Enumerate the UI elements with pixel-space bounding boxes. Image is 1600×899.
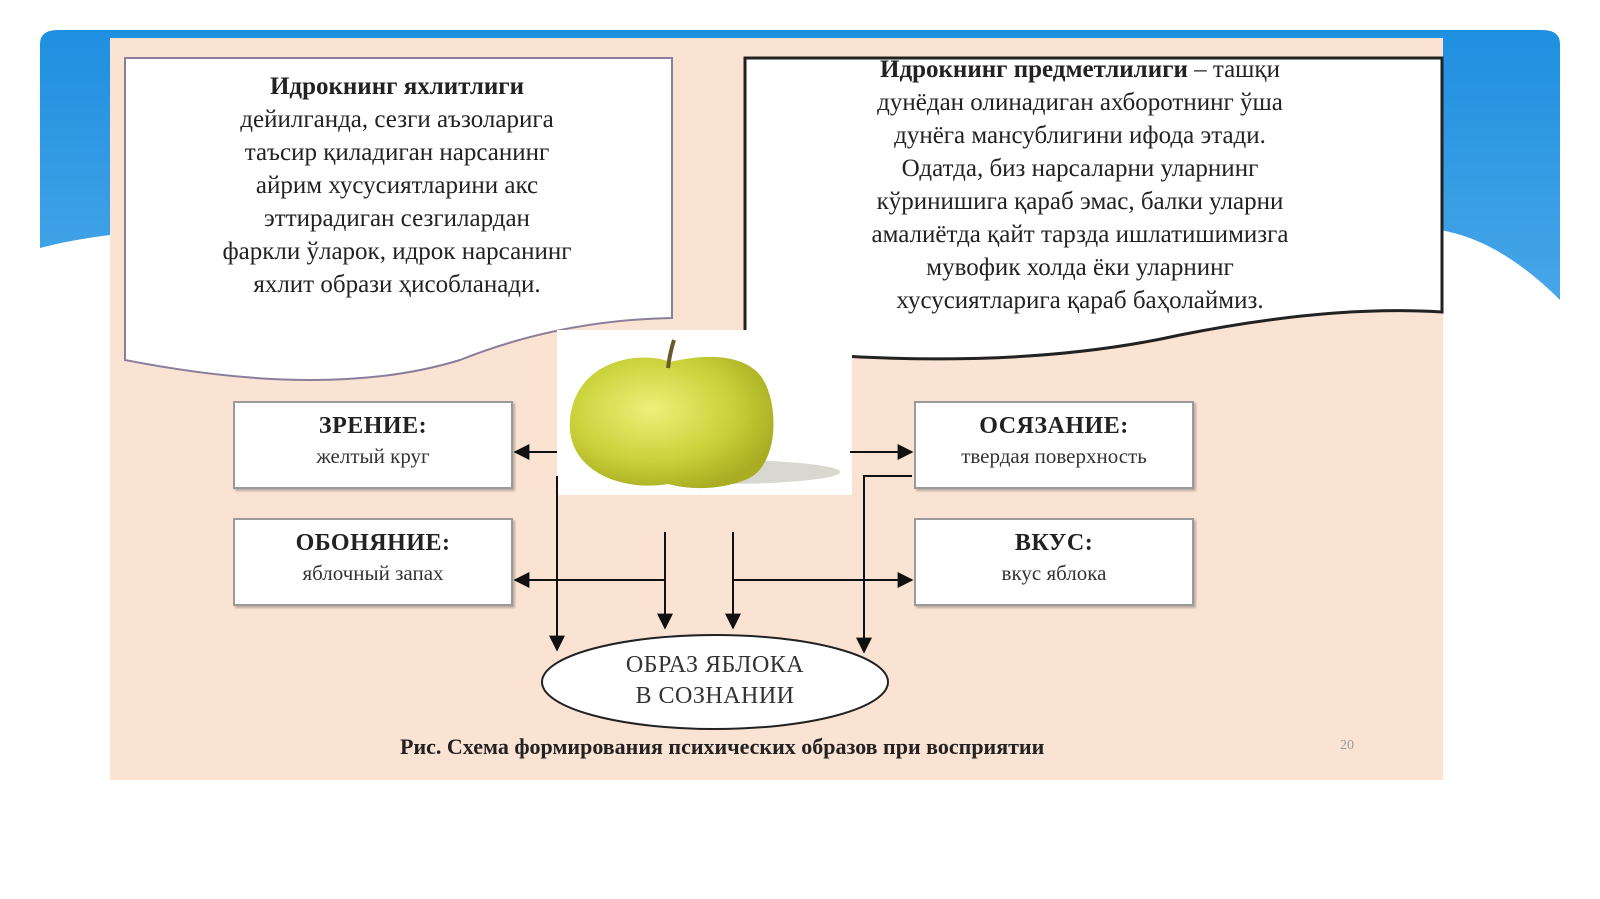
- left-note-line: айрим хусусиятларини акс: [255, 172, 539, 199]
- right-note-line: – ташқи: [1194, 56, 1280, 83]
- result-line1: ОБРАЗ ЯБЛОКА: [625, 652, 805, 678]
- right-note-line: хусусиятларига қараб баҳолаймиз.: [896, 287, 1264, 314]
- left-note-line: фаркли ўларок, идрок нарсанинг: [222, 238, 572, 265]
- left-note-line: дейилганда, сезги аъзоларига: [240, 106, 554, 133]
- result-ellipse: [541, 634, 889, 730]
- touch-desc: твердая поверхность: [961, 444, 1147, 468]
- right-note-line: кўринишига қараб эмас, балки уларни: [876, 188, 1284, 215]
- left-note-line: яхлит образи ҳисобланади.: [253, 271, 541, 298]
- left-note-line: эттирадиган сезгилардан: [264, 205, 530, 232]
- right-note-line: амалиётда қайт тарзда ишлатишимизга: [871, 221, 1289, 248]
- right-note-frame: [743, 56, 1444, 361]
- vision-title: ЗРЕНИЕ:: [318, 413, 428, 439]
- right-note-line: дунёга мансублигини ифода этади.: [894, 122, 1266, 149]
- connector-arrows: [513, 444, 914, 654]
- right-note-line-first: Идрокнинг предметлилиги – ташқи: [760, 53, 1400, 86]
- result-label: ОБРАЗ ЯБЛОКА В СОЗНАНИИ: [540, 650, 890, 712]
- smell-title: ОБОНЯНИЕ:: [295, 530, 451, 556]
- page-number: 20: [1340, 738, 1354, 753]
- taste-box: ВКУС: вкус яблока: [914, 518, 1194, 606]
- left-note-term: Идрокнинг яхлитлиги: [269, 73, 525, 100]
- right-note-term: Идрокнинг предметлилиги: [880, 56, 1188, 83]
- smell-box: ОБОНЯНИЕ: яблочный запах: [233, 518, 513, 606]
- smell-desc: яблочный запах: [302, 561, 444, 585]
- right-note-line: Одатда, биз нарсаларни уларнинг: [901, 155, 1259, 182]
- figure-caption: Рис. Схема формирования психических обра…: [400, 734, 1045, 759]
- right-note-text: Идрокнинг предметлилиги – ташқи дунёдан …: [760, 53, 1400, 317]
- touch-title: ОСЯЗАНИЕ:: [979, 413, 1129, 439]
- left-note-line: таъсир қиладиган нарсанинг: [244, 139, 550, 166]
- left-note-frame: [124, 57, 673, 381]
- right-note-line: дунёдан олинадиган ахборотнинг ўша: [877, 89, 1283, 116]
- right-note-line: мувофик холда ёки уларнинг: [926, 254, 1234, 281]
- taste-desc: вкус яблока: [1001, 561, 1107, 585]
- apple-icon: [569, 339, 774, 489]
- left-note-text: Идрокнинг яхлитлиги дейилганда, сезги аъ…: [132, 70, 662, 301]
- touch-box: ОСЯЗАНИЕ: твердая поверхность: [914, 401, 1194, 489]
- arrow-touch-to-result: [856, 475, 912, 654]
- result-line2: В СОЗНАНИИ: [635, 683, 795, 709]
- taste-title: ВКУС:: [1014, 530, 1094, 556]
- vision-box: ЗРЕНИЕ: желтый круг: [233, 401, 513, 489]
- vision-desc: желтый круг: [316, 444, 430, 468]
